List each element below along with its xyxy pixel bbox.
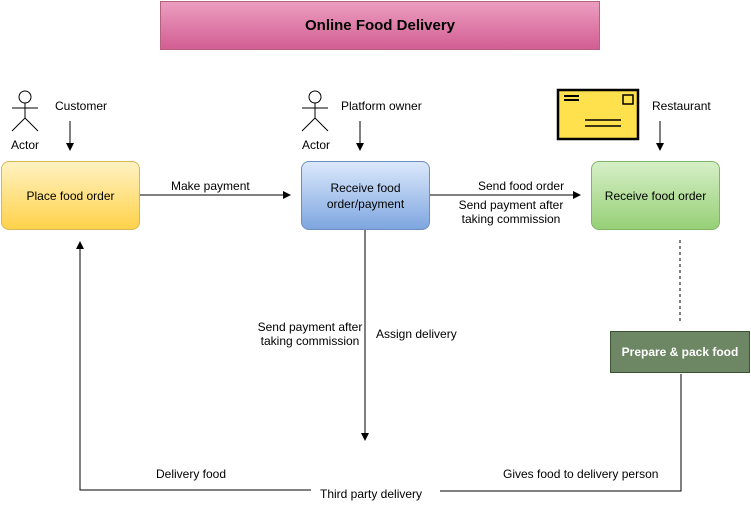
diagram-title: Online Food Delivery (160, 1, 600, 50)
place-food-order-node: Place food order (1, 161, 140, 230)
place-food-order-text: Place food order (26, 188, 115, 203)
prepare-pack-node: Prepare & pack food (610, 331, 750, 373)
send-payment-right-line1: Send payment after (458, 198, 564, 212)
send-payment-down-label: Send payment after taking commission (251, 320, 369, 348)
assign-delivery-label: Assign delivery (376, 327, 457, 341)
customer-label: Customer (55, 99, 108, 113)
gives-food-label: Gives food to delivery person (503, 467, 659, 481)
delivery-food-edge (76, 241, 311, 491)
receive-payment-node: Receive food order/payment (301, 161, 430, 230)
receive-payment-text-line1: Receive food (330, 180, 401, 195)
actor-icon (11, 90, 39, 132)
delivery-food-label: Delivery food (156, 467, 227, 481)
send-payment-down-line2: taking commission (260, 334, 360, 348)
prepare-pack-text: Prepare & pack food (621, 345, 739, 359)
restaurant-label: Restaurant (652, 99, 711, 113)
gives-food-edge (440, 374, 682, 492)
receive-food-order-text: Receive food order (604, 188, 707, 203)
send-payment-right-label: Send payment after taking commission (452, 198, 570, 226)
third-party-delivery-node: Third party delivery (318, 487, 425, 501)
platform-actor-caption: Actor (302, 138, 331, 152)
send-payment-down-line1: Send payment after (257, 320, 363, 334)
platform-owner-label: Platform owner (341, 99, 422, 113)
send-food-order-label: Send food order (478, 179, 565, 193)
receive-food-order-node: Receive food order (591, 161, 720, 230)
receive-payment-text-line2: order/payment (326, 196, 405, 211)
actor-icon (301, 90, 329, 132)
make-payment-label: Make payment (171, 179, 250, 193)
mail-envelope-icon (556, 88, 640, 141)
customer-actor-caption: Actor (11, 138, 40, 152)
send-payment-right-line2: taking commission (461, 212, 561, 226)
